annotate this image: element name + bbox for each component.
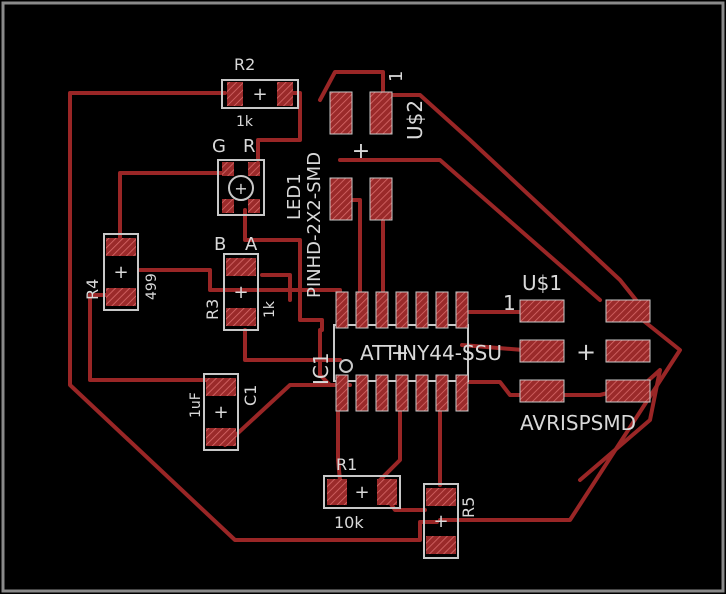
led1-b-label: B bbox=[214, 234, 226, 255]
u1-part: AVRISPSMD bbox=[520, 411, 636, 435]
c1-pad-1 bbox=[206, 378, 236, 396]
r2-body bbox=[221, 79, 299, 109]
r1-footprint[interactable]: + bbox=[323, 475, 401, 509]
led1-pad-r bbox=[248, 162, 260, 176]
trace-u2-right bbox=[381, 93, 642, 307]
led1-pad-g bbox=[222, 162, 234, 176]
r3-body bbox=[223, 253, 259, 331]
r3-footprint[interactable]: + bbox=[223, 253, 259, 331]
trace-left-loop bbox=[68, 91, 439, 542]
r5-pad-1 bbox=[426, 488, 456, 506]
u2-name: U$2 bbox=[403, 100, 427, 140]
r2-value: 1k bbox=[236, 114, 254, 130]
trace-led-ic bbox=[243, 208, 324, 332]
u2-pad-1 bbox=[329, 91, 353, 135]
u2-pad-3 bbox=[329, 177, 353, 221]
r1-value: 10k bbox=[334, 513, 364, 532]
r1-body bbox=[323, 475, 401, 509]
r3-pad-2 bbox=[226, 308, 256, 326]
ic1-pin1-mark bbox=[339, 359, 353, 373]
ic1-top-pins bbox=[335, 291, 469, 329]
trace-r4-ic bbox=[88, 293, 210, 382]
u2-pin1: 1 bbox=[386, 71, 407, 82]
c1-value: 1uF bbox=[188, 392, 204, 418]
r1-cross: + bbox=[354, 482, 369, 503]
r4-cross: + bbox=[113, 262, 128, 283]
ic1-footprint[interactable]: + bbox=[333, 291, 469, 412]
led1-name: LED1 bbox=[284, 173, 305, 220]
trace-r3-top bbox=[260, 273, 292, 302]
u2-pad-2 bbox=[369, 91, 393, 135]
r3-name: R3 bbox=[203, 299, 222, 320]
ic1-cross: + bbox=[391, 341, 409, 366]
r3-cross: + bbox=[233, 282, 248, 303]
led1-dome bbox=[228, 175, 254, 201]
r4-value: 499 bbox=[144, 273, 160, 300]
u1-pad-3 bbox=[519, 339, 565, 363]
r2-pad-2 bbox=[277, 82, 293, 106]
trace-r4-led bbox=[118, 171, 230, 242]
traces bbox=[68, 70, 682, 542]
r1-pad-1 bbox=[327, 479, 347, 505]
r2-name: R2 bbox=[234, 55, 255, 74]
u1-pad-4 bbox=[605, 339, 651, 363]
ic1-bottom-pins bbox=[335, 374, 469, 412]
u1-pad-6 bbox=[605, 379, 651, 403]
ic1-name: IC1 bbox=[309, 352, 333, 385]
c1-body bbox=[203, 373, 239, 451]
r4-pad-2 bbox=[106, 288, 136, 306]
r2-pad-1 bbox=[227, 82, 243, 106]
led1-r-label: R bbox=[243, 136, 256, 157]
led1-a-label: A bbox=[245, 234, 258, 255]
led1-cross: + bbox=[234, 179, 247, 198]
r4-name: R4 bbox=[83, 279, 102, 300]
r4-footprint[interactable]: + bbox=[103, 233, 139, 311]
r5-pad-2 bbox=[426, 536, 456, 554]
trace-ic-left bbox=[318, 328, 332, 387]
r2-cross: + bbox=[252, 84, 267, 105]
u1-pin1: 1 bbox=[503, 291, 516, 315]
led1-g-label: G bbox=[212, 136, 226, 157]
trace-u1-bot bbox=[578, 368, 662, 482]
u1-pad-1 bbox=[519, 299, 565, 323]
r5-cross: + bbox=[433, 511, 448, 532]
u1-cross: + bbox=[576, 338, 596, 366]
u1-pad-2 bbox=[605, 299, 651, 323]
trace-u2-top bbox=[318, 70, 385, 102]
u2-cross: + bbox=[352, 139, 370, 164]
trace-u2-mid bbox=[338, 158, 602, 302]
trace-u1-right bbox=[438, 308, 682, 522]
r5-name: R5 bbox=[459, 497, 478, 518]
u1-name: U$1 bbox=[522, 271, 562, 295]
c1-name: C1 bbox=[241, 385, 260, 406]
c1-cross: + bbox=[213, 402, 228, 423]
trace-ic-r1 bbox=[336, 393, 342, 482]
u1-footprint[interactable]: + bbox=[519, 299, 651, 403]
r1-pad-2 bbox=[377, 479, 397, 505]
r2-footprint[interactable]: + bbox=[221, 79, 299, 109]
r3-pad-1 bbox=[226, 258, 256, 276]
u2-footprint[interactable]: + bbox=[329, 91, 393, 221]
r5-footprint[interactable]: + bbox=[423, 483, 459, 559]
led1-body bbox=[217, 159, 265, 216]
ic1-part: ATTINY44-SSU bbox=[360, 341, 502, 365]
r1-name: R1 bbox=[336, 455, 357, 474]
trace-r3-ic bbox=[243, 328, 342, 362]
c1-pad-2 bbox=[206, 428, 236, 446]
c1-footprint[interactable]: + bbox=[203, 373, 239, 451]
u2-pad-4 bbox=[369, 177, 393, 221]
r4-pad-1 bbox=[106, 238, 136, 256]
u1-pad-5 bbox=[519, 379, 565, 403]
r4-body bbox=[103, 233, 139, 311]
led1-pad-b bbox=[222, 199, 234, 213]
led1-pad-a bbox=[248, 199, 260, 213]
u2-part: PINHD-2X2-SMD bbox=[304, 152, 325, 298]
led1-footprint[interactable]: + bbox=[217, 159, 265, 216]
trace-ic-bot bbox=[378, 393, 402, 482]
r5-body bbox=[423, 483, 459, 559]
r3-value: 1k bbox=[262, 300, 278, 318]
